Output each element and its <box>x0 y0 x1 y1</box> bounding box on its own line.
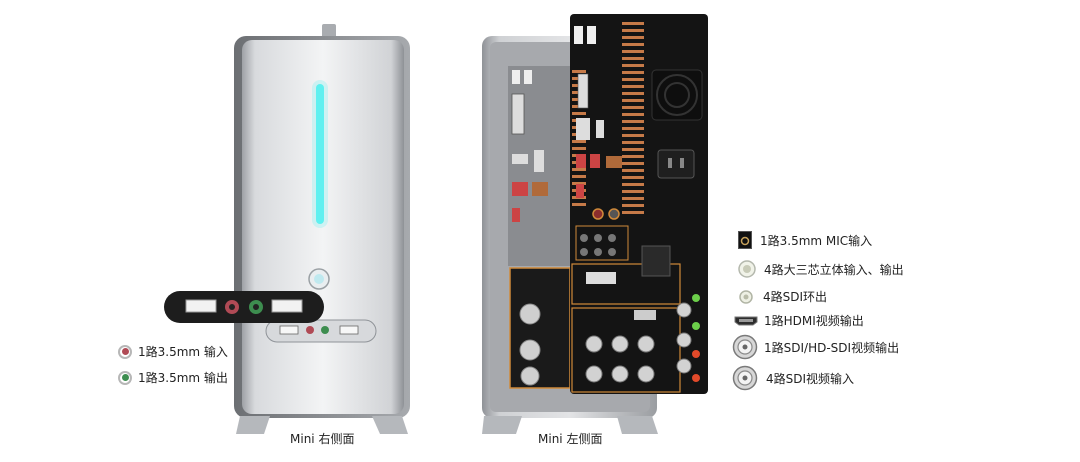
right-side-device-illustration <box>234 24 410 434</box>
right-side-device <box>230 24 430 444</box>
left-legend-label: 4路SDI视频输入 <box>766 371 855 386</box>
right-view-caption: Mini 右侧面 <box>290 432 355 446</box>
mic-jack-icon <box>738 231 752 249</box>
right-legend-label: 1路3.5mm 输出 <box>138 371 228 385</box>
left-legend-item-mic: 1路3.5mm MIC输入 <box>738 231 872 249</box>
left-legend-item-sdi-out: 1路SDI/HD-SDI视频输出 <box>732 334 899 360</box>
left-legend-label: 1路HDMI视频输出 <box>764 314 864 328</box>
right-legend-label: 1路3.5mm 输入 <box>138 345 228 359</box>
sdi-loop-icon <box>739 289 753 304</box>
left-legend-item-hdmi: 1路HDMI视频输出 <box>734 312 864 329</box>
right-legend-item-output: 1路3.5mm 输出 <box>118 369 228 386</box>
hdmi-port-icon <box>734 316 758 325</box>
left-legend-label: 1路SDI/HD-SDI视频输出 <box>764 340 900 355</box>
bnc-output-icon <box>732 334 758 360</box>
front-port-callout-illustration <box>164 291 324 323</box>
left-side-device <box>482 14 712 444</box>
left-legend-item-sdi-in: 4路SDI视频输入 <box>732 365 854 391</box>
audio-jack-pink-icon <box>118 344 132 359</box>
bnc-input-icon <box>732 365 758 391</box>
left-legend-label: 4路大三芯立体输入、输出 <box>764 262 904 277</box>
left-legend-label: 1路3.5mm MIC输入 <box>760 233 873 248</box>
left-legend-item-sdi-loop: 4路SDI环出 <box>739 288 827 305</box>
left-legend-label: 4路SDI环出 <box>763 290 828 304</box>
left-side-device-illustration <box>482 14 708 434</box>
front-port-callout <box>164 291 324 323</box>
left-view-caption: Mini 左侧面 <box>538 432 603 446</box>
rca-av-jack-icon <box>738 260 756 278</box>
left-legend-item-rca: 4路大三芯立体输入、输出 <box>738 260 904 278</box>
right-legend-item-input: 1路3.5mm 输入 <box>118 343 228 360</box>
audio-jack-green-icon <box>118 370 132 385</box>
